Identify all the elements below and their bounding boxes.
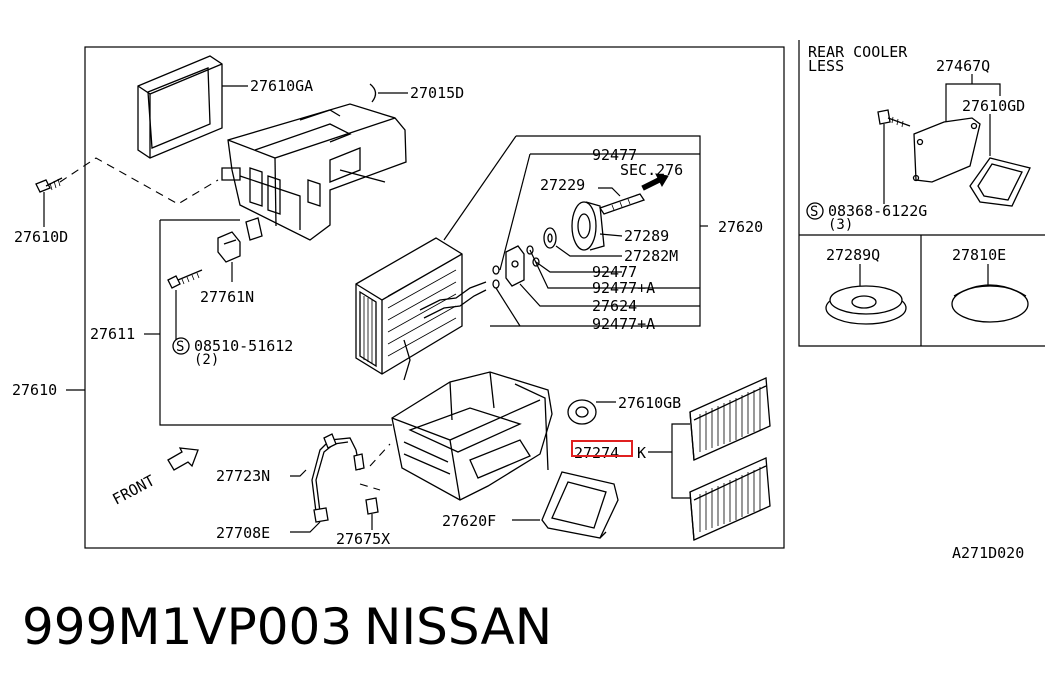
leader-27229 [598,187,621,197]
label-27282M: 27282M [624,247,678,265]
label-rear-cooler-less: LESS [808,57,844,75]
leader-27274K [648,423,690,499]
leader-27282M [555,245,622,257]
label-27620: 27620 [718,218,763,236]
label-27624: 27624 [592,297,637,315]
s-mark-icon [172,337,190,355]
leader-92477A-1 [529,249,700,289]
label-27274K-prefix: 27274 [574,444,619,462]
label-08510-qty: (2) [194,352,219,368]
label-27761N: 27761N [200,288,254,306]
s-mark-icon-2 [806,202,824,220]
pipe-27229 [598,193,646,215]
gasket-27610GD [969,157,1031,207]
cabin-filter-lower [689,457,771,541]
label-27810E: 27810E [952,246,1006,264]
label-27610D: 27610D [14,228,68,246]
label-27611: 27611 [90,325,135,343]
brand-name: NISSAN [364,598,553,656]
leader-92477-top-b [499,153,531,271]
cover-27467Q [912,117,981,183]
label-27610GA: 27610GA [250,77,313,95]
label-27289Q: 27289Q [826,246,880,264]
lower-case [391,371,553,501]
s-mark-text-2: S [810,204,818,220]
label-92477A-2: 92477+A [592,315,655,333]
grommet-27289Q [825,285,907,325]
label-27610GB: 27610GB [618,394,681,412]
evaporator-core [355,237,487,381]
harness-27723N [311,433,365,523]
s-mark-text: S [176,339,184,355]
screw-27610D [35,177,63,227]
leader-92477A-2 [495,287,521,327]
front-arrow-icon [167,447,199,471]
label-27620F: 27620F [442,512,496,530]
label-92477-top: 92477 [592,146,637,164]
cabin-filter-upper [689,377,771,461]
clip-27675X [365,497,379,515]
leader-27723N [290,469,307,477]
frame-27620F [541,471,619,539]
filter-frame-27610GA [137,55,223,159]
label-08368: 08368-6122G [828,202,927,220]
label-08510: 08510-51612 [194,337,293,355]
label-27467Q: 27467Q [936,57,990,75]
side-panel-frame [798,40,1045,347]
label-front: FRONT [109,471,157,508]
screw-08368 [877,109,911,204]
part-code: 999M1VP003 [22,598,353,656]
grommet-27289 [571,201,605,251]
leader-27289 [599,233,623,237]
label-92477-mid: 92477 [592,263,637,281]
dash-harness [369,443,391,467]
label-92477A-1: 92477+A [592,279,655,297]
grommet-27610GB [567,399,597,425]
label-27610: 27610 [12,381,57,399]
expansion-valve-27624 [492,245,540,289]
arrow-sec276-icon [641,173,669,191]
leader-27708E [290,521,321,533]
resistor-27761N [167,217,263,289]
leader-27467Q [945,74,1001,126]
label-27289: 27289 [624,227,669,245]
clip-27015D [369,83,377,103]
upper-housing [221,103,407,241]
bracket-27620 [490,135,701,327]
label-27723N: 27723N [216,467,270,485]
label-08368-qty: (3) [828,217,853,233]
label-27675X: 27675X [336,530,390,548]
dash-27675X [359,483,381,491]
label-sec276: SEC.276 [620,161,683,179]
label-27708E: 27708E [216,524,270,542]
label-rear-cooler: REAR COOLER [808,43,908,61]
main-frame [84,46,785,549]
bracket-27611 [159,220,392,426]
highlight-27274K [571,440,633,457]
drawing-id: A271D020 [952,544,1024,562]
dash-27610D [59,157,219,205]
label-27274K-suffix: K [637,444,646,462]
plug-27810E [951,284,1029,323]
leader-evap [443,135,517,241]
label-27015D: 27015D [410,84,464,102]
leader-27624 [519,283,700,307]
leader-92477-mid [535,261,622,273]
seal-27282M [543,227,557,249]
label-27229: 27229 [540,176,585,194]
label-27610GD: 27610GD [962,97,1025,115]
